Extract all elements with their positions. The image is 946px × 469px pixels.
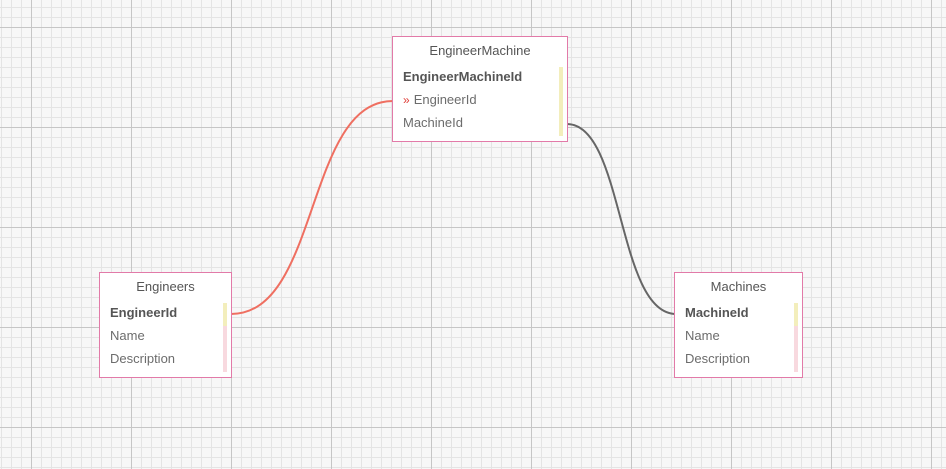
field-machineid[interactable]: MachineId	[403, 111, 557, 134]
foreign-key-marker-icon: »	[403, 93, 410, 107]
pk-indicator-bar	[794, 303, 798, 326]
pk-indicator-bar	[223, 303, 227, 326]
field-label: MachineId	[685, 305, 749, 320]
field-label: MachineId	[403, 115, 463, 130]
table-engineers[interactable]: Engineers EngineerId Name Description	[99, 272, 232, 378]
relationship-engineers-to-engineermachine[interactable]	[230, 100, 394, 315]
table-engineermachine[interactable]: EngineerMachine EngineerMachineId »Engin…	[392, 36, 568, 142]
field-list: EngineerId Name Description	[100, 301, 231, 372]
field-label: EngineerId	[413, 92, 477, 107]
field-engineerid[interactable]: EngineerId	[110, 301, 221, 324]
field-name[interactable]: Name	[685, 324, 792, 347]
field-indicator-bar	[223, 349, 227, 372]
field-label: EngineerId	[110, 305, 178, 320]
field-label: Name	[110, 328, 145, 343]
field-description[interactable]: Description	[110, 347, 221, 370]
fk-indicator-bar	[559, 90, 563, 113]
field-description[interactable]: Description	[685, 347, 792, 370]
field-list: MachineId Name Description	[675, 301, 802, 372]
field-engineermachineid[interactable]: EngineerMachineId	[403, 65, 557, 88]
field-label: Description	[110, 351, 176, 366]
field-indicator-bar	[794, 326, 798, 349]
field-engineerid[interactable]: »EngineerId	[403, 88, 557, 111]
fk-indicator-bar	[559, 113, 563, 136]
field-indicator-bar	[223, 326, 227, 349]
field-label: Description	[685, 351, 751, 366]
field-name[interactable]: Name	[110, 324, 221, 347]
field-label: EngineerMachineId	[403, 69, 523, 84]
table-title: Machines	[710, 279, 767, 294]
relationship-machines-to-engineermachine[interactable]	[566, 123, 677, 315]
field-type-bars	[223, 303, 227, 372]
field-label: Name	[685, 328, 720, 343]
field-machineid[interactable]: MachineId	[685, 301, 792, 324]
field-indicator-bar	[794, 349, 798, 372]
table-title: Engineers	[136, 279, 195, 294]
pk-indicator-bar	[559, 67, 563, 90]
table-machines[interactable]: Machines MachineId Name Description	[674, 272, 803, 378]
table-title: EngineerMachine	[429, 43, 531, 58]
field-list: EngineerMachineId »EngineerId MachineId	[393, 65, 567, 136]
field-type-bars	[559, 67, 563, 136]
field-type-bars	[794, 303, 798, 372]
